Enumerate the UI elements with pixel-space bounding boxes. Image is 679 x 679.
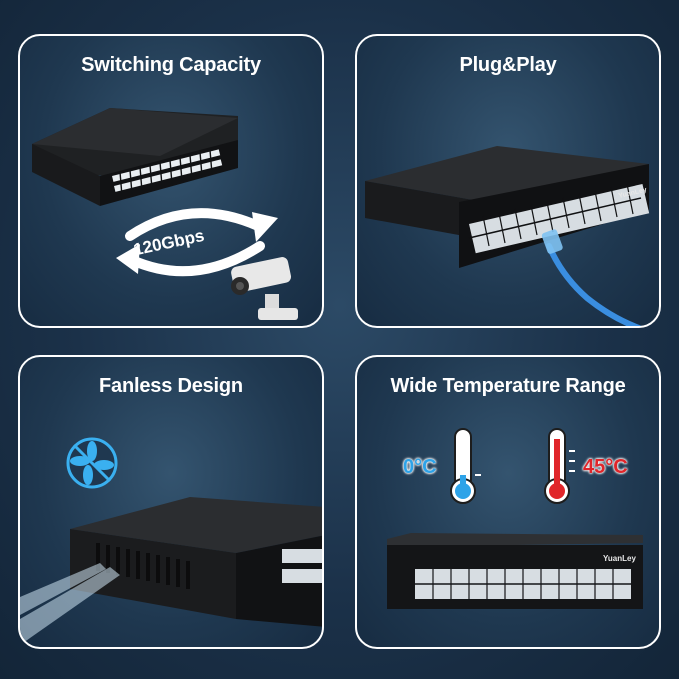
no-fan-icon [66, 437, 118, 489]
thermometer-cold-icon [450, 428, 481, 504]
network-cable [546, 243, 642, 326]
temperature-illustration: YuanLey [387, 428, 643, 609]
panel-plug-play: Plug&Play YuanLey [355, 34, 661, 328]
switch-illustration: YuanLey [365, 146, 650, 326]
exchange-arrows-icon [116, 208, 278, 277]
panel-title: Switching Capacity [81, 54, 261, 76]
brand-label: YuanLey [603, 554, 636, 563]
panel-title: Fanless Design [99, 375, 243, 397]
temp-low-label: 0°C [403, 456, 437, 478]
panel-wide-temperature-range: Wide Temperature Range [355, 355, 661, 649]
temp-high-label: 45°C [583, 456, 628, 478]
panel-switching-capacity: Switching Capacity 120Gbps [18, 34, 324, 328]
panel-fanless-design: Fanless Design [18, 355, 324, 649]
camera-icon [231, 257, 298, 320]
switch-illustration: 120Gbps [32, 108, 298, 320]
panel-title: Wide Temperature Range [390, 375, 626, 397]
panel-title: Plug&Play [459, 54, 557, 76]
switch-illustration [20, 437, 322, 645]
thermometer-hot-icon [544, 428, 575, 504]
